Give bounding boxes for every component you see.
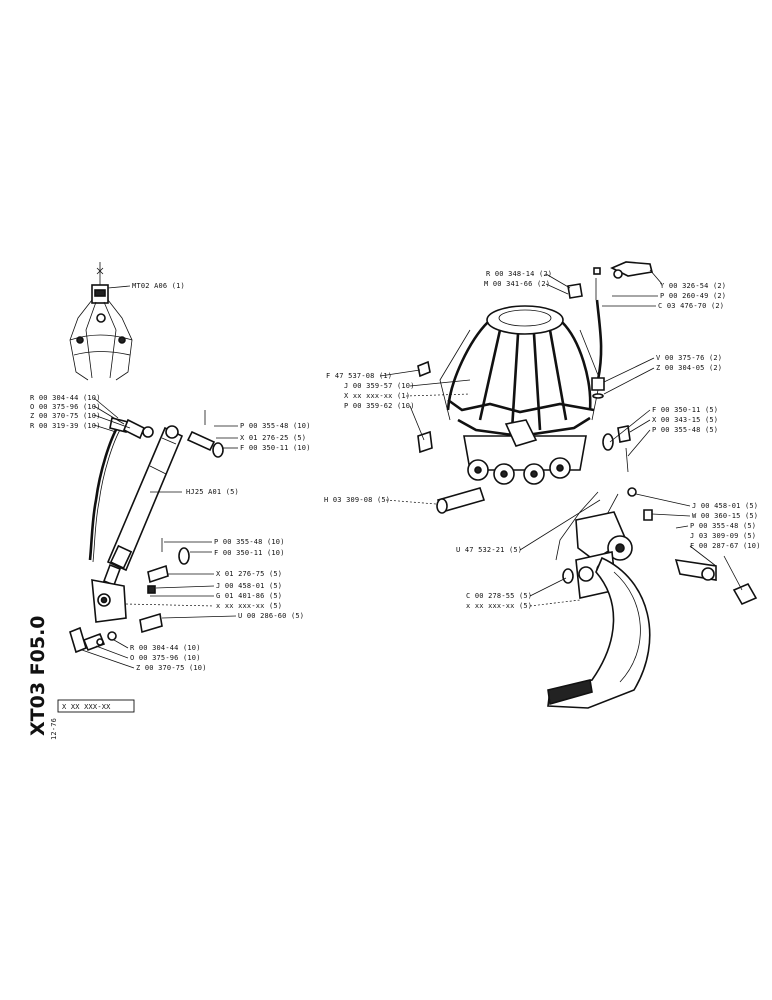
tine-left-labels: C 00 278-55 (5) x xx xxx-xx (5) bbox=[466, 592, 532, 610]
part-label: X 01 276-75 (5) bbox=[216, 570, 282, 578]
tine-right-labels: J 00 458-01 (5) W 00 360-15 (5) P 00 355… bbox=[690, 502, 761, 550]
part-label: G 01 401-86 (5) bbox=[216, 592, 282, 600]
part-label: Z 00 370-75 (10) bbox=[30, 412, 101, 420]
part-label: M 00 341-66 (2) bbox=[484, 280, 550, 288]
part-label: P 00 355-48 (10) bbox=[240, 422, 311, 430]
part-label: J 03 309-09 (5) bbox=[690, 532, 756, 540]
part-label: F 00 350-11 (5) bbox=[652, 406, 718, 414]
part-label: U 00 286-60 (5) bbox=[238, 612, 304, 620]
cylinder-top-right-labels: P 00 355-48 (10) X 01 276-25 (5) F 00 35… bbox=[240, 422, 311, 452]
part-label: P 00 359-62 (10) bbox=[344, 402, 415, 410]
cylinder-bottom-right-labels: X 01 276-75 (5) J 00 458-01 (5) G 01 401… bbox=[216, 570, 304, 620]
cylinder-assembly-label: HJ25 A01 (5) bbox=[186, 488, 239, 496]
head-right-lower-labels: F 00 350-11 (5) X 00 343-15 (5) P 00 355… bbox=[652, 406, 718, 434]
part-label: V 00 375-76 (2) bbox=[656, 354, 722, 362]
part-label: R 00 348-14 (2) bbox=[486, 270, 552, 278]
head-top-right-labels: Y 00 326-54 (2) P 00 260-49 (2) C 03 476… bbox=[658, 282, 726, 310]
date-code: 12-76 bbox=[50, 718, 58, 740]
cylinder-bottom-fitting-labels: R 00 304-44 (10) O 00 375-96 (10) Z 00 3… bbox=[130, 644, 207, 672]
part-label: Y 00 326-54 (2) bbox=[660, 282, 726, 290]
part-label: C 00 278-55 (5) bbox=[466, 592, 532, 600]
tine-assembly-label: U 47 532-21 (5) bbox=[456, 546, 522, 554]
sheet-code: XT03 F05.0 bbox=[27, 615, 49, 736]
part-label: P 00 260-49 (2) bbox=[660, 292, 726, 300]
part-label: W 00 360-15 (5) bbox=[692, 512, 758, 520]
head-left-labels: F 47 537-08 (1) J 00 359-57 (10) X xx xx… bbox=[326, 372, 415, 410]
head-bottom-label: H 03 309-08 (5) bbox=[324, 496, 390, 504]
part-label: X 00 343-15 (5) bbox=[652, 416, 718, 424]
part-label: P 00 355-48 (5) bbox=[690, 522, 756, 530]
part-label: C 03 476-70 (2) bbox=[658, 302, 724, 310]
part-label: O 00 375-96 (10) bbox=[130, 654, 201, 662]
part-label: X xx xxx-xx (1) bbox=[344, 392, 410, 400]
cylinder-mid-right-labels: P 00 355-48 (10) F 00 350-11 (10) bbox=[214, 538, 285, 557]
grab-head-drawing bbox=[417, 261, 653, 514]
part-label: x xx xxx-xx (5) bbox=[216, 602, 282, 610]
head-top-left-labels: R 00 348-14 (2) M 00 341-66 (2) bbox=[484, 270, 552, 288]
part-label: J 00 458-01 (5) bbox=[216, 582, 282, 590]
part-label: P 00 355-48 (10) bbox=[214, 538, 285, 546]
head-right-labels: V 00 375-76 (2) Z 00 304-05 (2) bbox=[656, 354, 722, 372]
revision-box-text: X XX XXX-XX bbox=[62, 703, 111, 711]
part-label: x xx xxx-xx (5) bbox=[466, 602, 532, 610]
part-label: F 00 287-67 (10) bbox=[690, 542, 761, 550]
part-label: X 01 276-25 (5) bbox=[240, 434, 306, 442]
revision-box bbox=[57, 699, 135, 713]
part-label: J 00 359-57 (10) bbox=[344, 382, 415, 390]
part-label: F 00 350-11 (10) bbox=[214, 549, 285, 557]
part-label: Z 00 370-75 (10) bbox=[136, 664, 207, 672]
part-label: J 00 458-01 (5) bbox=[692, 502, 758, 510]
part-label: P 00 355-48 (5) bbox=[652, 426, 718, 434]
part-label: F 47 537-08 (1) bbox=[326, 372, 392, 380]
tine-drawing bbox=[547, 487, 758, 709]
part-label: O 00 375-96 (10) bbox=[30, 403, 101, 411]
part-label: R 00 304-44 (10) bbox=[30, 394, 101, 402]
cylinder-left-labels: R 00 304-44 (10) O 00 375-96 (10) Z 00 3… bbox=[30, 394, 101, 430]
part-label: F 00 350-11 (10) bbox=[240, 444, 311, 452]
hydraulic-cylinder-drawing bbox=[69, 410, 224, 654]
part-label: R 00 304-44 (10) bbox=[130, 644, 201, 652]
part-label: Z 00 304-05 (2) bbox=[656, 364, 722, 372]
grab-thumbnail-drawing bbox=[69, 262, 133, 381]
grab-assembly-label: MT02 A06 (1) bbox=[132, 282, 185, 290]
part-label: R 00 319-39 (10) bbox=[30, 422, 101, 430]
